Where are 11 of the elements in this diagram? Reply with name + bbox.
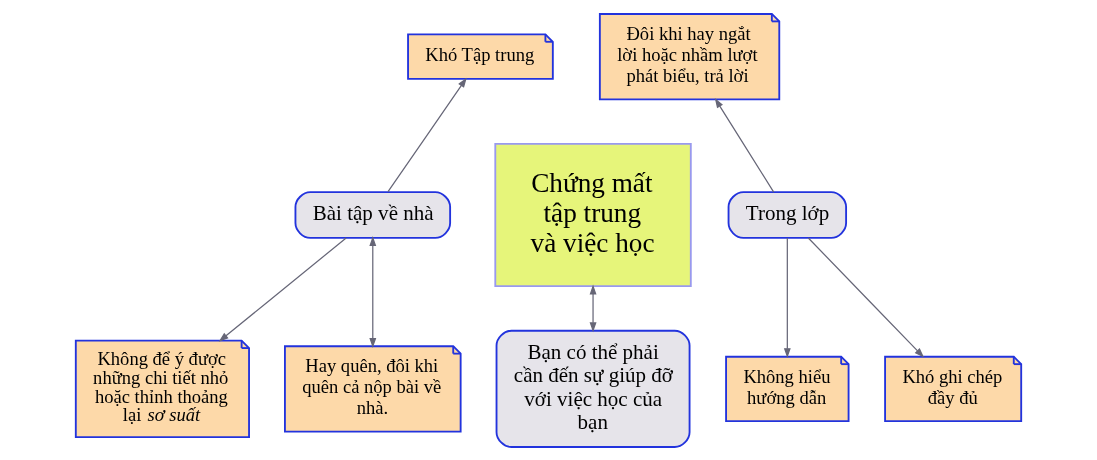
arrow: [369, 235, 377, 348]
node-box: Bạn có thể phải cần đến sự giúp đỡ với việc học của bạn: [495, 329, 691, 448]
node-box: Chứng mất tập trung và việc học: [494, 142, 692, 287]
arrow: [714, 97, 775, 193]
arrow: [387, 77, 467, 192]
node-box: Trong lớp: [727, 190, 848, 239]
arrow: [589, 284, 597, 332]
arrow: [783, 236, 791, 358]
arrow: [807, 236, 925, 358]
arrow: [218, 236, 347, 342]
node-box: Bài tập về nhà: [294, 190, 452, 239]
